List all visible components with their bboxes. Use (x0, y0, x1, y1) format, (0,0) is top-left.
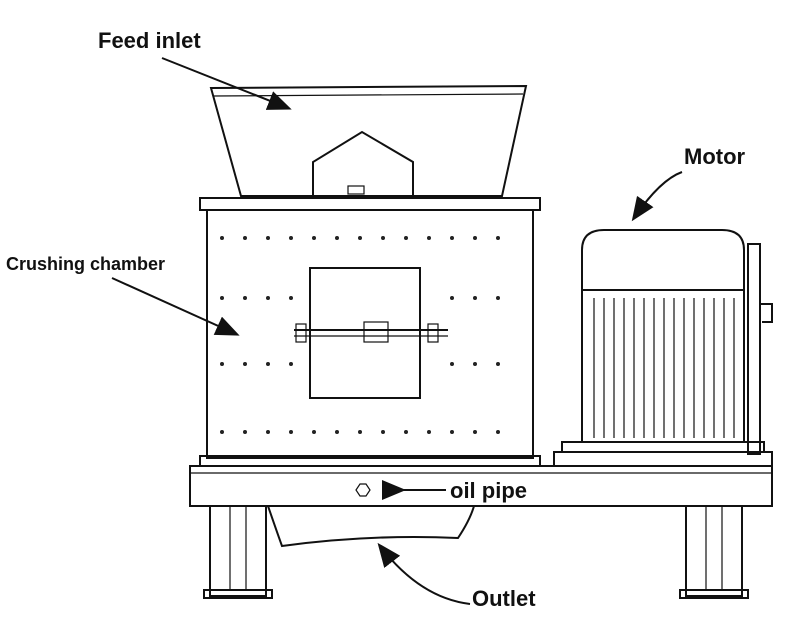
leader-arrows (111, 57, 683, 605)
hammer-dot (473, 296, 477, 300)
hammer-dot (266, 236, 270, 240)
hammer-dot (473, 430, 477, 434)
oil-pipe-nut-icon (355, 483, 371, 497)
hammer-dot (243, 296, 247, 300)
hammer-dot (243, 362, 247, 366)
hammer-dot (289, 296, 293, 300)
base-frame (189, 465, 773, 507)
hammer-dot (335, 236, 339, 240)
hammer-dot (450, 296, 454, 300)
hammer-dot (450, 362, 454, 366)
crushing-chamber-body (199, 197, 541, 467)
hammer-dot (473, 236, 477, 240)
inspection-window (294, 267, 448, 399)
hammer-dot (243, 430, 247, 434)
hammer-dot (404, 430, 408, 434)
hammer-dot (312, 236, 316, 240)
hammer-dot (496, 362, 500, 366)
motor-label: Motor (684, 144, 746, 169)
feed-inlet-label: Feed inlet (98, 28, 201, 53)
crushing-chamber-label: Crushing chamber (6, 254, 165, 274)
hammer-dot (358, 430, 362, 434)
hammer-dot (220, 430, 224, 434)
hammer-dot (266, 362, 270, 366)
hammer-dot (312, 430, 316, 434)
hammer-dot (289, 362, 293, 366)
motor (553, 229, 773, 467)
feed-hopper (209, 84, 528, 197)
right-leg (679, 505, 749, 599)
hammer-dot (243, 236, 247, 240)
hammer-dot (450, 236, 454, 240)
hammer-dot (381, 236, 385, 240)
hammer-dot (381, 430, 385, 434)
left-leg (203, 505, 273, 599)
hammer-dot (496, 236, 500, 240)
hammer-dot (427, 430, 431, 434)
hammer-dot (220, 296, 224, 300)
outlet-label: Outlet (472, 586, 536, 611)
hammer-dot (289, 430, 293, 434)
hammer-dot (496, 430, 500, 434)
hammer-dot (289, 236, 293, 240)
hammer-dot (404, 236, 408, 240)
hammer-dot (266, 430, 270, 434)
hammer-dot (496, 296, 500, 300)
hammer-dot (358, 236, 362, 240)
hammer-dot (427, 236, 431, 240)
hammer-dot (266, 296, 270, 300)
hammer-dot (220, 362, 224, 366)
hammer-dot (473, 362, 477, 366)
hammer-dots (220, 236, 500, 434)
hammer-dot (450, 430, 454, 434)
discharge-outlet (267, 505, 475, 548)
hammer-dot (335, 430, 339, 434)
hammer-dot (220, 236, 224, 240)
oil-pipe-label: oil pipe (450, 478, 527, 503)
motor-cooling-fins (593, 298, 735, 438)
